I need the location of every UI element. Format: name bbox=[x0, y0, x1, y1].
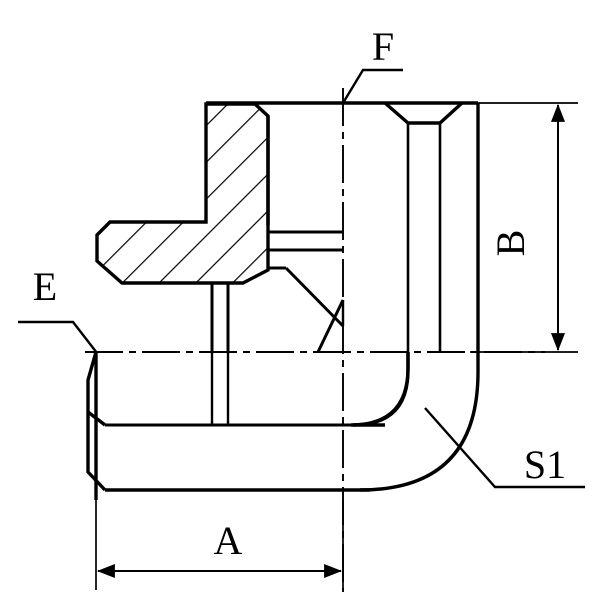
centerlines bbox=[85, 88, 545, 592]
internal-bore-lines bbox=[210, 230, 345, 353]
hex-body-outline bbox=[206, 101, 480, 352]
lower-leg-outline bbox=[86, 351, 385, 500]
elbow-bend-curves bbox=[350, 352, 480, 492]
dimension-A bbox=[95, 500, 344, 590]
label-S1: S1 bbox=[524, 442, 566, 487]
label-B: B bbox=[488, 230, 533, 257]
leader-S1 bbox=[424, 407, 585, 489]
leader-E bbox=[18, 320, 98, 354]
label-A: A bbox=[214, 518, 243, 563]
dimension-B bbox=[470, 102, 578, 353]
section-cut-body bbox=[95, 102, 270, 285]
label-F: F bbox=[372, 24, 394, 69]
leader-F bbox=[341, 68, 403, 104]
label-E: E bbox=[33, 264, 57, 309]
